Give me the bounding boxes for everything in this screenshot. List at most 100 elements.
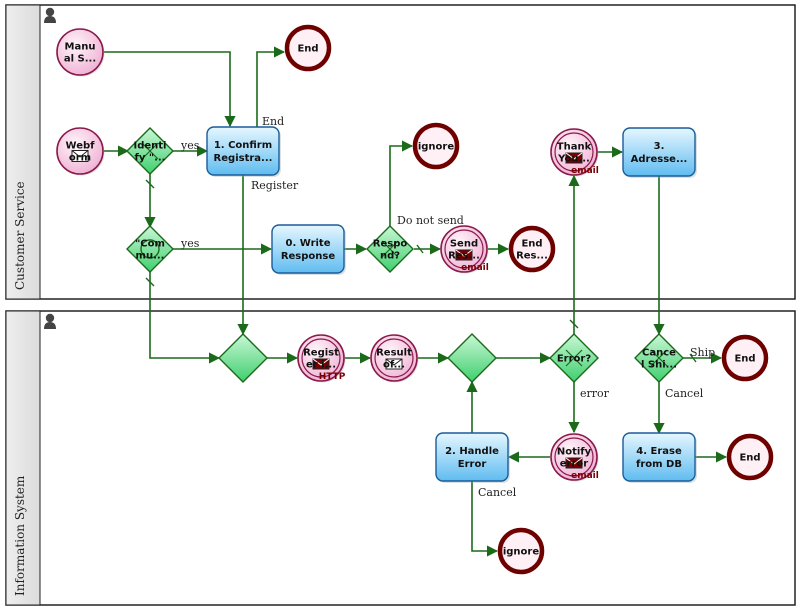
intermediate-event-outer — [550, 128, 598, 176]
event-label: Result — [376, 348, 412, 359]
end-event-circle — [497, 527, 545, 575]
intermediate-event-inner — [444, 229, 484, 269]
event-type-label: HTTP — [319, 372, 346, 382]
exclusive-marker-icon — [141, 142, 159, 160]
end-event-shipping[interactable]: End — [721, 334, 769, 382]
flow-label-end: End — [262, 115, 284, 128]
start-event-circle — [56, 28, 104, 76]
event-label: Thank — [557, 142, 592, 153]
flow-label-do-not-send: Do not send — [397, 214, 464, 227]
flow-respond-to-ignore — [389, 140, 414, 226]
event-label: ignore — [418, 142, 455, 153]
end-event-circle — [508, 225, 556, 273]
task-label: 2. Handle — [445, 446, 499, 457]
task-label: 4. Erase — [636, 446, 682, 457]
gateway-diamond — [126, 225, 174, 273]
sequence-flows — [104, 46, 728, 557]
gateway-label: Cance — [642, 348, 676, 359]
task-label: Response — [281, 251, 336, 262]
exclusive-marker-icon — [381, 240, 399, 258]
end-event-erase[interactable]: End — [726, 433, 774, 481]
envelope-icon — [455, 249, 473, 261]
gateway-label: l Shi... — [641, 360, 677, 371]
intermediate-event-result[interactable]: Resultof... — [370, 334, 419, 383]
end-event-ignore-top[interactable]: ignore — [412, 122, 460, 170]
default-flow-markers — [145, 179, 697, 363]
task-adresse[interactable]: 3. Adresse... — [622, 127, 697, 178]
event-label: End — [739, 453, 760, 464]
task-label: Adresse... — [631, 154, 688, 165]
intermediate-event-inner — [374, 338, 414, 378]
gateway-join-right[interactable] — [447, 333, 497, 383]
gateway-cancel-shipping[interactable]: Cancel Shi... — [634, 333, 684, 383]
flow-label-cancel-error: Cancel — [478, 486, 517, 499]
envelope-icon — [565, 457, 583, 469]
task-erase-from-db[interactable]: 4. Erase from DB — [622, 432, 697, 483]
gateway-join-left[interactable] — [218, 333, 268, 383]
envelope-icon — [71, 150, 89, 162]
flow-label-error: error — [580, 387, 610, 400]
flow-complaint-to-join — [149, 272, 221, 364]
inclusive-marker-icon — [140, 239, 160, 259]
intermediate-event-inner — [554, 437, 594, 477]
gateway-label: nd? — [380, 251, 400, 262]
event-label: error — [560, 459, 589, 470]
envelope-icon — [312, 358, 330, 370]
event-label: End — [297, 44, 318, 55]
intermediate-event-register-http[interactable]: Register i...HTTP — [297, 334, 346, 383]
gateway-diamond — [218, 333, 268, 383]
end-event-top[interactable]: End — [284, 24, 332, 72]
task-box — [622, 127, 696, 177]
flow-label-cancel-ship: Cancel — [665, 387, 704, 400]
envelope-icon — [385, 358, 403, 370]
event-label: You... — [557, 154, 590, 165]
person-icon — [44, 7, 56, 23]
task-box — [435, 432, 509, 482]
event-label: Regist — [303, 348, 339, 359]
gateway-complaint[interactable]: "Commu... — [126, 225, 174, 273]
event-label: Res... — [516, 251, 548, 262]
event-label: orm — [69, 153, 91, 164]
event-label: Manu — [65, 42, 96, 53]
event-label: ignore — [503, 547, 540, 558]
envelope-icon — [565, 152, 583, 164]
task-box — [206, 126, 280, 176]
task-label: 0. Write — [285, 238, 330, 249]
task-box — [622, 432, 696, 482]
task-label: 3. — [654, 141, 665, 152]
lane-label-customer-service: Customer Service — [13, 181, 27, 290]
end-event-circle — [726, 433, 774, 481]
gateway-label: fy "... — [135, 153, 166, 164]
event-label: End — [734, 354, 755, 365]
intermediate-event-inner — [554, 132, 594, 172]
task-label: Registra... — [214, 153, 273, 164]
end-event-circle — [721, 334, 769, 382]
task-label: from DB — [636, 459, 682, 470]
end-event-ignore-bottom[interactable]: ignore — [497, 527, 545, 575]
exclusive-marker-icon — [565, 349, 583, 367]
end-event-response[interactable]: EndRes... — [508, 225, 556, 273]
flow-confirm-to-end — [256, 46, 286, 127]
intermediate-event-outer — [440, 225, 488, 273]
event-type-label: email — [571, 471, 599, 481]
end-event-circle — [412, 122, 460, 170]
flow-labels: yes End Register yes Do not send error C… — [180, 115, 715, 499]
gateway-label: mu... — [136, 251, 165, 262]
gateway-error[interactable]: Error? — [549, 333, 599, 383]
intermediate-event-outer — [297, 334, 345, 382]
event-label: Res... — [448, 251, 480, 262]
task-box — [271, 224, 345, 274]
task-confirm-registration[interactable]: 1. ConfirmRegistra... — [206, 126, 281, 177]
lane-label-information-system: Information System — [13, 475, 27, 596]
